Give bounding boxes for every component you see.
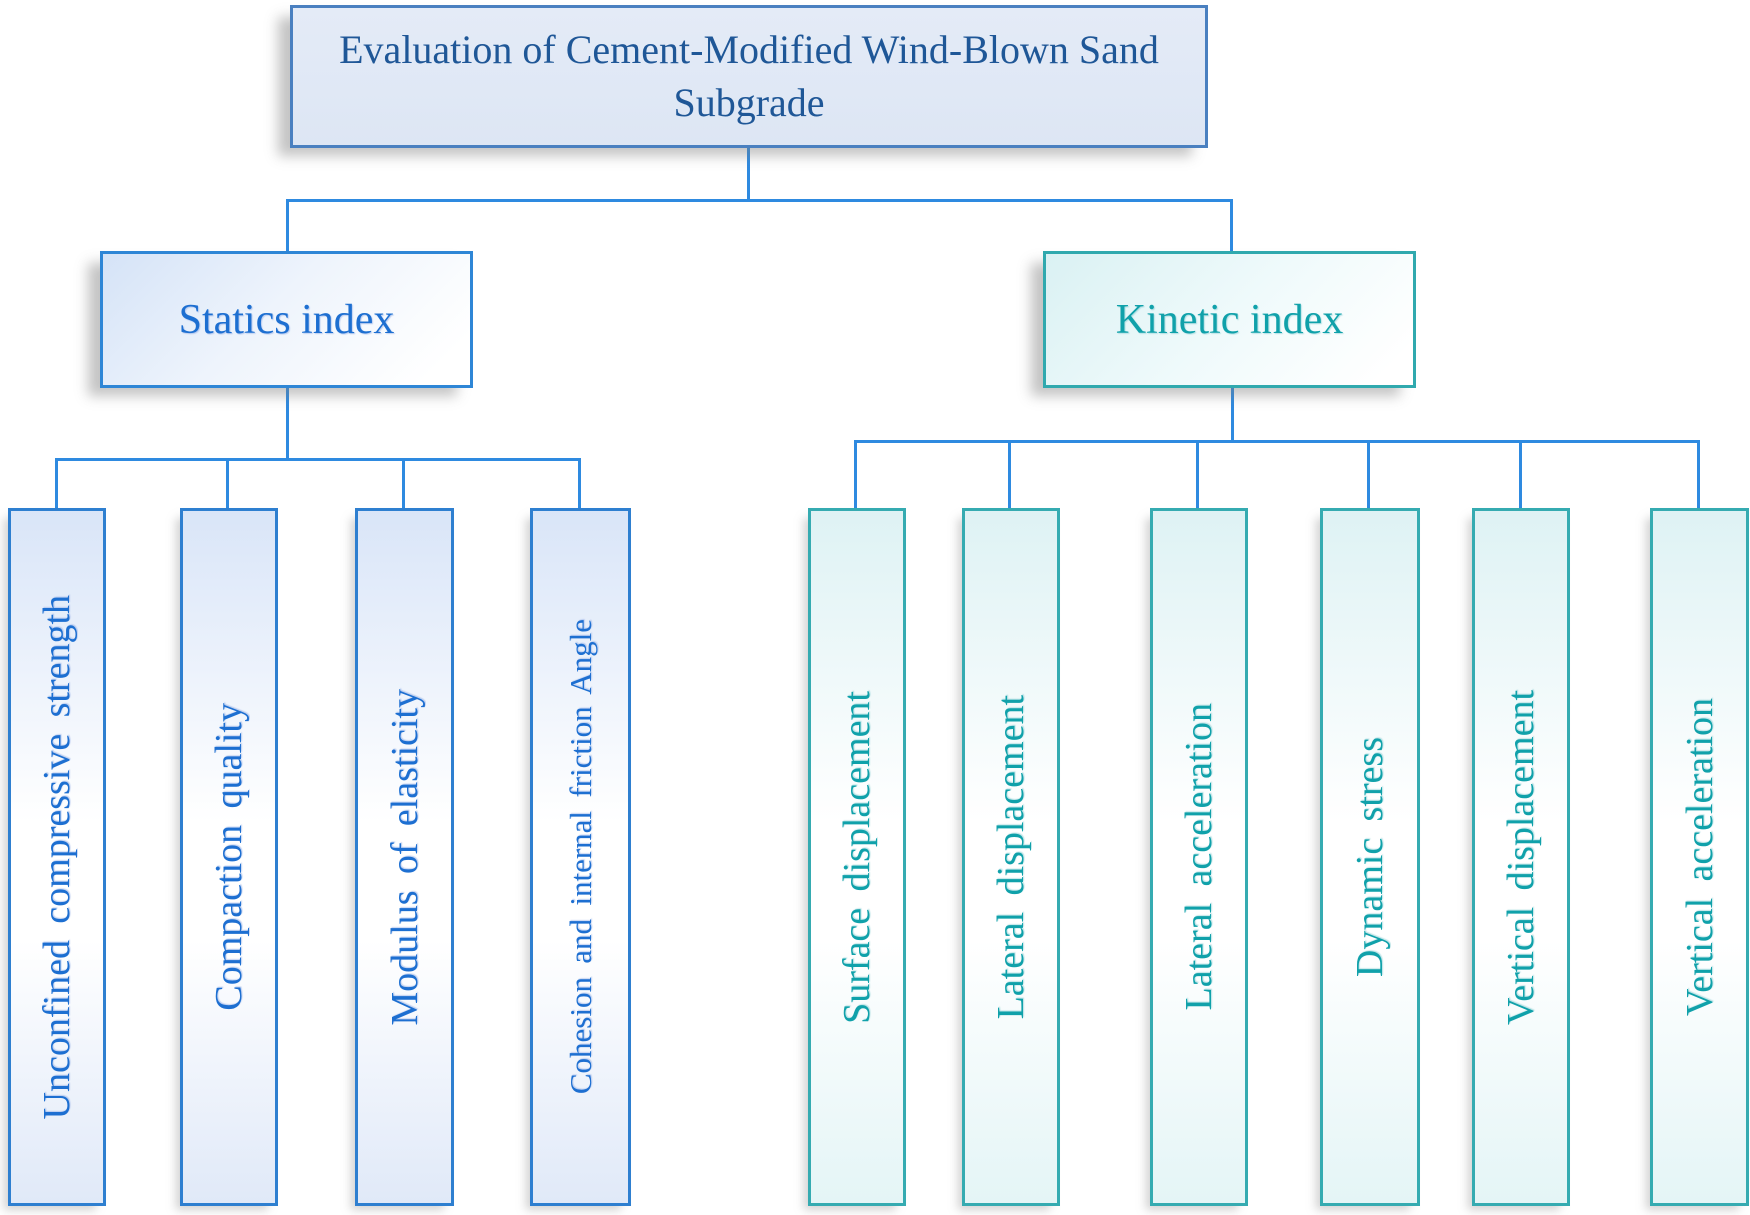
- leaf-cohesion-internal-friction-angle: Cohesion and internal friction Angle: [530, 508, 631, 1206]
- leaf-label: Compaction quality: [208, 703, 250, 1011]
- leaf-label: Cohesion and internal friction Angle: [563, 619, 598, 1095]
- connector-kinetic-drop: [1230, 199, 1233, 253]
- root-node-box: Evaluation of Cement-Modified Wind-Blown…: [290, 5, 1208, 148]
- leaf-vertical-acceleration: Vertical acceleration: [1650, 508, 1749, 1206]
- leaf-dynamic-stress: Dynamic stress: [1320, 508, 1420, 1206]
- connector-statics-stub-2: [226, 458, 229, 510]
- connector-kinetic-stub-6: [1697, 440, 1700, 510]
- connector-statics-bar: [55, 458, 581, 461]
- leaf-label: Vertical acceleration: [1678, 697, 1721, 1017]
- leaf-lateral-acceleration: Lateral acceleration: [1150, 508, 1248, 1206]
- leaf-vertical-displacement: Vertical displacement: [1472, 508, 1570, 1206]
- leaf-label: Lateral displacement: [990, 694, 1032, 1020]
- connector-kinetic-stub-4: [1367, 440, 1370, 510]
- leaf-label: Dynamic stress: [1349, 736, 1391, 978]
- leaf-label: Vertical displacement: [1500, 689, 1542, 1025]
- statics-index-label: Statics index: [178, 296, 395, 343]
- kinetic-index-box: Kinetic index: [1043, 251, 1416, 388]
- connector-statics-drop: [286, 199, 289, 253]
- connector-statics-stub-1: [55, 458, 58, 510]
- connector-kinetic-stub-2: [1008, 440, 1011, 510]
- leaf-unconfined-compressive-strength: Unconfined compressive strength: [8, 508, 106, 1206]
- leaf-compaction-quality: Compaction quality: [180, 508, 278, 1206]
- connector-kinetic-stub-3: [1196, 440, 1199, 510]
- leaf-lateral-displacement: Lateral displacement: [962, 508, 1060, 1206]
- leaf-label: Surface displacement: [836, 690, 878, 1024]
- leaf-modulus-of-elasticity: Modulus of elasticity: [355, 508, 454, 1206]
- kinetic-index-label: Kinetic index: [1115, 296, 1344, 343]
- leaf-label: Modulus of elasticity: [383, 688, 426, 1026]
- connector-level1-bar: [286, 199, 1233, 202]
- connector-kinetic-stem: [1231, 388, 1234, 442]
- connector-root-stem: [747, 148, 750, 202]
- connector-statics-stem: [286, 388, 289, 460]
- connector-kinetic-bar: [854, 440, 1700, 443]
- connector-kinetic-stub-1: [854, 440, 857, 510]
- connector-statics-stub-3: [402, 458, 405, 510]
- connector-statics-stub-4: [578, 458, 581, 510]
- statics-index-box: Statics index: [100, 251, 473, 388]
- leaf-label: Lateral acceleration: [1178, 703, 1220, 1011]
- leaf-label: Unconfined compressive strength: [36, 594, 78, 1120]
- connector-kinetic-stub-5: [1519, 440, 1522, 510]
- root-node-label: Evaluation of Cement-Modified Wind-Blown…: [339, 26, 1159, 125]
- leaf-surface-displacement: Surface displacement: [808, 508, 906, 1206]
